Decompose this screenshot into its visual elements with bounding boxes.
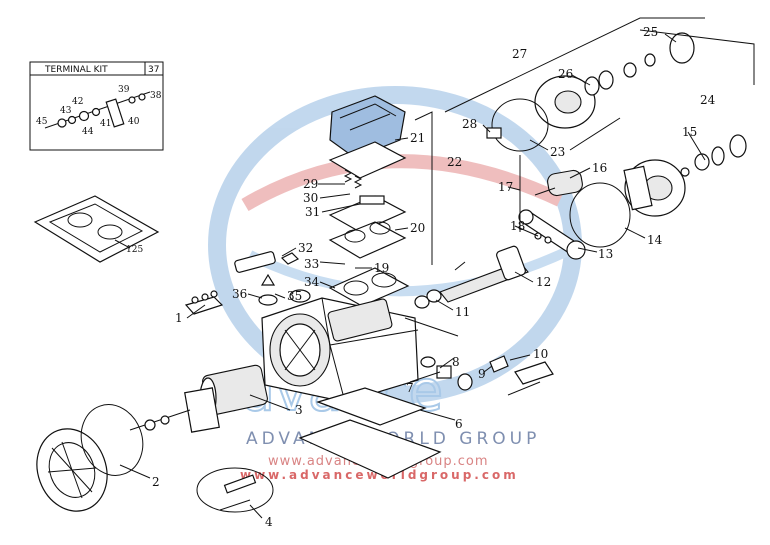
callout-6: 6 (455, 417, 463, 431)
end-bell-assembly (129, 387, 220, 433)
cylinder-gasket (328, 267, 410, 307)
oil-plug (289, 289, 311, 303)
top-housing-gasket (491, 98, 549, 152)
callout-29: 29 (303, 177, 318, 191)
valve-plate-port (344, 229, 366, 243)
bearing-parts-15 (680, 134, 747, 177)
callout-26: 26 (558, 67, 573, 81)
motor-stator-ring (196, 467, 274, 513)
grouping-brackets (404, 17, 755, 337)
callout-22: 22 (447, 155, 462, 169)
crankcase-body (261, 297, 419, 403)
callout-40: 40 (128, 117, 140, 127)
valve-plate (328, 221, 407, 259)
bottom-plate (298, 419, 442, 479)
callout-125: 125 (126, 245, 143, 255)
callout-43: 43 (60, 106, 72, 116)
connecting-rod (518, 209, 586, 260)
callout-12: 12 (536, 275, 551, 289)
terminal-kit-box: TERMINAL KIT 37 (29, 61, 164, 151)
callout-30: 30 (303, 191, 318, 205)
callout-21: 21 (410, 131, 425, 145)
valve-plate-port-2 (369, 221, 391, 235)
callout-33: 33 (304, 257, 319, 271)
leader-lines (114, 33, 706, 519)
callout-18: 18 (510, 219, 525, 233)
watermark-url-2: www.advanceworldgroup.com (240, 468, 519, 482)
callout-34: 34 (304, 275, 320, 289)
callout-2: 2 (152, 475, 160, 489)
callout-36: 36 (232, 287, 247, 301)
callout-42: 42 (72, 97, 83, 107)
callout-19: 19 (374, 261, 389, 275)
bearing-sleeves (414, 289, 442, 309)
bearing-parts-26 (584, 53, 656, 96)
callout-3: 3 (295, 403, 303, 417)
crankshaft (439, 245, 529, 303)
callout-labels: 1 2 3 4 6 7 8 9 10 11 12 13 14 15 16 17 … (36, 25, 716, 529)
callout-31: 31 (305, 205, 320, 219)
callout-14: 14 (647, 233, 663, 247)
bearing-housing (623, 159, 686, 217)
callout-11: 11 (455, 305, 470, 319)
motor-cover-gasket (80, 404, 144, 476)
suction-valve (234, 251, 300, 273)
valve-springs (343, 169, 385, 205)
callout-13: 13 (598, 247, 613, 261)
terminal-kit-number: 37 (148, 65, 159, 75)
cylinder-head (329, 95, 406, 159)
callout-8: 8 (452, 355, 460, 369)
callout-1: 1 (175, 311, 183, 325)
callout-45: 45 (36, 117, 48, 127)
callout-4: 4 (265, 515, 273, 529)
callout-27: 27 (512, 47, 527, 61)
callout-10: 10 (533, 347, 548, 361)
oil-pump-parts (420, 355, 554, 396)
bearing-housing-gasket (569, 182, 631, 248)
callout-23: 23 (550, 145, 565, 159)
end-cover-25 (669, 32, 695, 64)
terminal-plate (184, 290, 224, 315)
callout-25: 25 (643, 25, 658, 39)
bottom-gasket (316, 387, 427, 426)
callout-15: 15 (682, 125, 697, 139)
top-bearing-housing (534, 75, 596, 129)
callout-24: 24 (700, 93, 716, 107)
terminal-kit-title: TERMINAL KIT (44, 65, 108, 75)
cylinder-bore (343, 280, 369, 296)
callout-7: 7 (406, 381, 414, 395)
callout-38: 38 (150, 91, 162, 101)
callout-9: 9 (478, 367, 486, 381)
spacer (486, 127, 502, 139)
callout-32: 32 (298, 241, 313, 255)
callout-16: 16 (592, 161, 607, 175)
callout-41: 41 (100, 119, 111, 129)
callout-44: 44 (82, 127, 94, 137)
gasket-set (33, 195, 160, 263)
callout-17: 17 (498, 180, 513, 194)
callout-35: 35 (287, 289, 302, 303)
callout-28: 28 (462, 117, 477, 131)
motor-cover (36, 428, 108, 512)
piston (534, 169, 583, 197)
callout-39: 39 (118, 85, 130, 95)
cylinder-bore-2 (371, 272, 397, 288)
callout-20: 20 (410, 221, 425, 235)
sight-glass (258, 273, 278, 306)
